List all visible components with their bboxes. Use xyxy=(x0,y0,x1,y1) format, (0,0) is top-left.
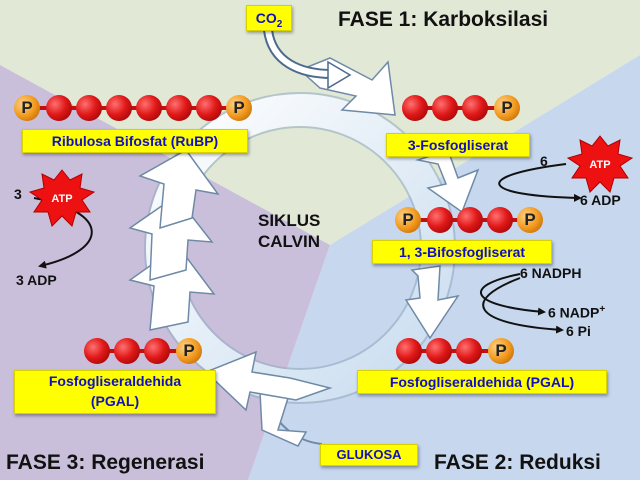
phosphate-ball: P xyxy=(494,95,520,121)
co2-arrow xyxy=(263,29,352,90)
carbon-ball xyxy=(144,338,170,364)
phosphate-ball: P xyxy=(226,95,252,121)
atp-to-adp-arrow xyxy=(498,163,582,202)
nadp-base: 6 NADP xyxy=(548,304,600,321)
glucose-box: GLUKOSA xyxy=(320,444,418,466)
carbon-ball xyxy=(402,95,428,121)
co2-subscript: 2 xyxy=(276,18,283,30)
nadph-to-nadp-arrow xyxy=(480,273,546,316)
nadp-label: 6 NADP+ xyxy=(548,304,605,321)
nadp-superscript: + xyxy=(599,304,606,315)
pgal-left-label-line1: Fosfogliseraldehida xyxy=(48,373,182,389)
carbon-ball xyxy=(462,95,488,121)
atp-label-reduction: ATP xyxy=(589,159,610,171)
carbon-ball xyxy=(427,207,453,233)
phase2-title: FASE 2: Reduksi xyxy=(434,451,601,474)
pi-label: 6 Pi xyxy=(566,323,591,339)
pgal-left-label-line2: (PGAL) xyxy=(90,393,140,409)
pga-label: 3-Fosfogliserat xyxy=(386,133,530,157)
carbon-ball xyxy=(456,338,482,364)
phase3-title: FASE 3: Regenerasi xyxy=(6,451,205,474)
phase1-title: FASE 1: Karboksilasi xyxy=(338,8,549,31)
carbon-ball xyxy=(84,338,110,364)
carbon-ball xyxy=(46,95,72,121)
cycle-title-line1: SIKLUS xyxy=(258,211,321,230)
atp-label-regeneration: ATP xyxy=(51,193,72,205)
carbon-ball xyxy=(166,95,192,121)
bpg-label: 1, 3-Bifosfogliserat xyxy=(372,240,552,264)
cycle-title: SIKLUS CALVIN xyxy=(258,210,320,252)
pgal-right-bond xyxy=(409,349,501,353)
carbon-ball xyxy=(457,207,483,233)
bpg-molecule: P P xyxy=(395,207,543,233)
atp-burst-regeneration: ATP xyxy=(28,169,96,227)
pgal-left-bond xyxy=(97,349,189,353)
carbon-ball xyxy=(487,207,513,233)
phosphate-ball: P xyxy=(176,338,202,364)
pgal-right-label: Fosfogliseraldehida (PGAL) xyxy=(357,370,607,394)
carbon-ball xyxy=(76,95,102,121)
rubp-molecule: P P xyxy=(14,95,252,121)
rubp-label: Ribulosa Bifosfat (RuBP) xyxy=(22,129,248,153)
rubp-bond xyxy=(27,106,237,110)
carbon-ball xyxy=(396,338,422,364)
co2-box: CO2 xyxy=(246,5,292,31)
adp-label-reduction: 6 ADP xyxy=(580,192,621,208)
adp-label-regeneration: 3 ADP xyxy=(16,272,57,288)
pgal-left-molecule: P xyxy=(84,338,202,364)
phosphate-ball: P xyxy=(517,207,543,233)
pgal-right-molecule: P xyxy=(396,338,514,364)
carbon-ball xyxy=(106,95,132,121)
carbon-ball xyxy=(114,338,140,364)
co2-label: CO xyxy=(255,10,277,26)
carbon-ball xyxy=(196,95,222,121)
atp-count-regeneration: 3 xyxy=(14,186,22,202)
pga-molecule: P xyxy=(402,95,520,121)
carbon-ball xyxy=(136,95,162,121)
carbon-ball xyxy=(426,338,452,364)
atp-burst-reduction: ATP xyxy=(566,135,634,193)
phosphate-ball: P xyxy=(395,207,421,233)
nadph-to-pi-arrow xyxy=(482,277,564,334)
pga-bond xyxy=(415,106,507,110)
carbon-ball xyxy=(432,95,458,121)
atp-count-reduction: 6 xyxy=(540,153,548,169)
nadph-label: 6 NADPH xyxy=(520,265,582,281)
phosphate-ball: P xyxy=(488,338,514,364)
regeneration-arrows xyxy=(128,149,220,331)
phosphate-ball: P xyxy=(14,95,40,121)
cycle-arrow-lower-right xyxy=(404,265,460,340)
cycle-title-line2: CALVIN xyxy=(258,232,321,251)
pgal-left-label: Fosfogliseraldehida (PGAL) xyxy=(14,370,216,414)
